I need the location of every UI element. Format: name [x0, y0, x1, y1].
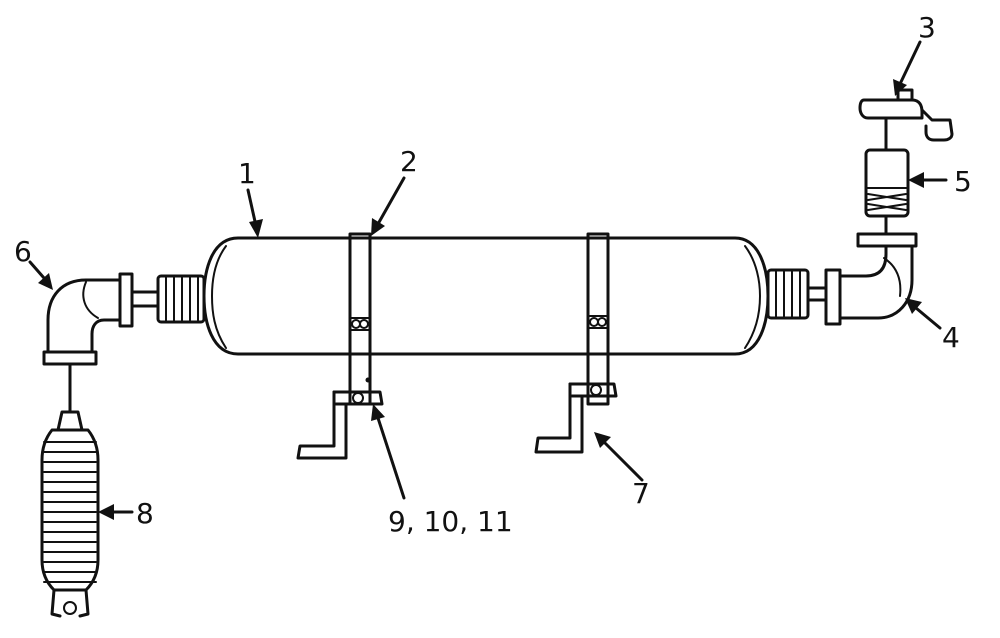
left-threaded-nipple [156, 274, 206, 324]
callout-3: 3 [918, 11, 936, 44]
left-elbow [42, 272, 160, 414]
leader-lines [28, 40, 948, 520]
callout-7: 7 [632, 477, 650, 510]
strainer-filter [864, 116, 910, 236]
callout-6: 6 [14, 235, 32, 268]
right-elbow [806, 232, 918, 326]
valve [858, 88, 954, 142]
callout-1: 1 [238, 157, 256, 190]
callout-9-10-11: 9, 10, 11 [388, 505, 513, 538]
callout-2: 2 [400, 145, 418, 178]
flexible-hose [40, 410, 100, 618]
mounting-strap-right [534, 232, 618, 454]
mounting-strap-left [296, 232, 384, 460]
right-threaded-nipple [766, 268, 810, 320]
callout-8: 8 [136, 497, 154, 530]
callout-4: 4 [942, 321, 960, 354]
main-tank [202, 236, 770, 356]
callout-5: 5 [954, 165, 972, 198]
